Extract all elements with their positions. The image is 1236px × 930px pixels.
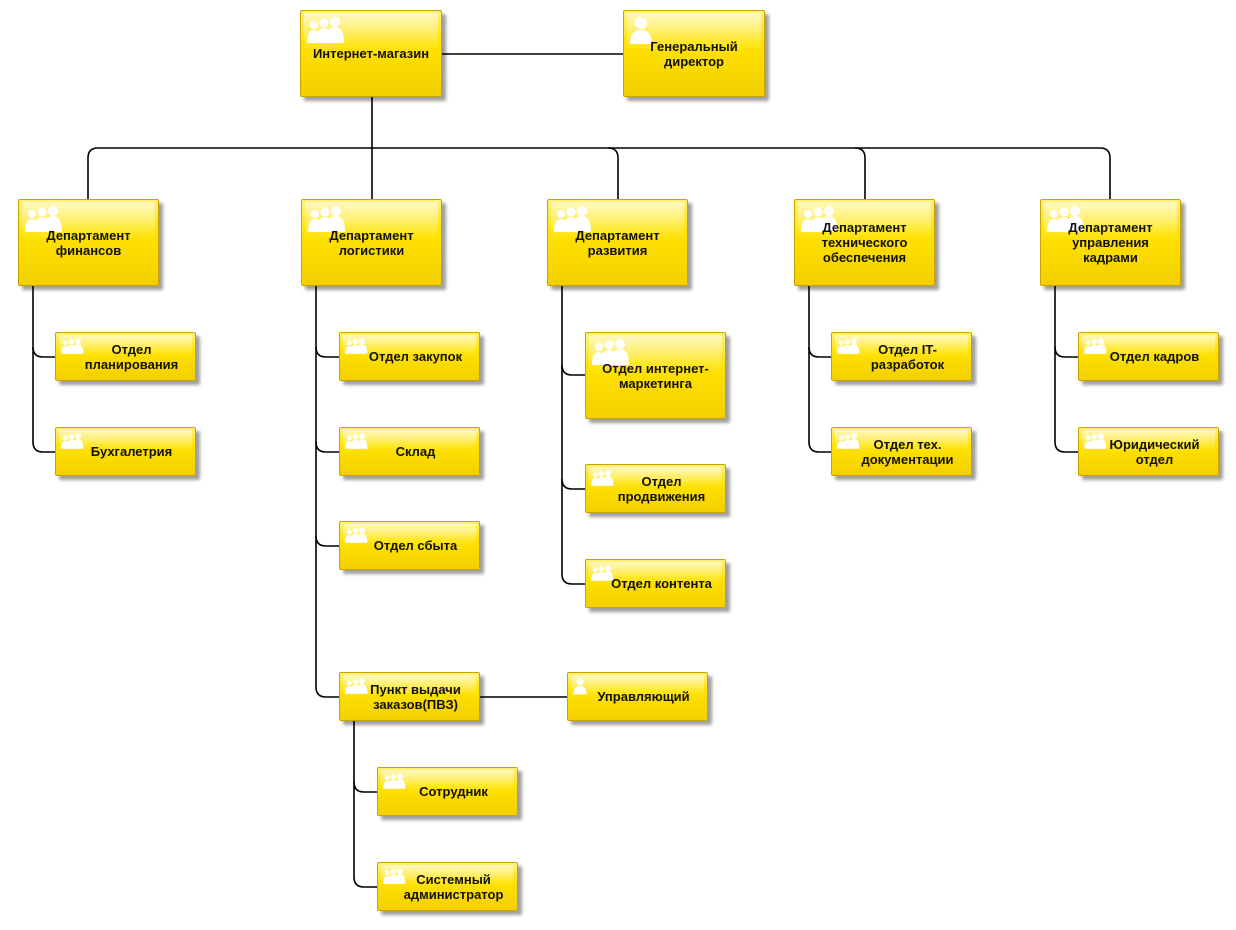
link-dev-imkt (561, 364, 585, 376)
node-label: Отдел тех. документации (861, 436, 954, 467)
node-employee[interactable]: Сотрудник (377, 767, 518, 816)
group-icon (383, 868, 406, 884)
node-label: Системный администратор (403, 871, 504, 902)
link-bus-dev (607, 147, 619, 199)
node-label: Департамент технического обеспечения (821, 220, 908, 265)
node-label: Бухгалетрия (90, 444, 173, 459)
link-bus-hr (1099, 147, 1111, 199)
node-label: Отдел сбыта (373, 538, 458, 553)
link-fin-plan (32, 346, 55, 358)
node-label: Отдел контента (611, 576, 712, 591)
link-tech-children (808, 286, 831, 453)
group-icon (1047, 206, 1084, 232)
person-icon (630, 17, 652, 44)
group-icon (837, 338, 860, 354)
node-department-hr[interactable]: Департамент управления кадрами (1040, 199, 1181, 286)
node-personnel[interactable]: Отдел кадров (1078, 332, 1219, 381)
node-label: Юридический отдел (1109, 436, 1200, 467)
group-icon (1084, 433, 1107, 449)
node-department-finance[interactable]: Департамент финансов (18, 199, 159, 286)
node-label: Отдел кадров (1109, 349, 1200, 364)
group-icon (307, 17, 344, 43)
link-pvz-children (353, 721, 377, 888)
link-pvz-emp (353, 781, 377, 793)
node-manager[interactable]: Управляющий (567, 672, 708, 721)
node-sysadmin[interactable]: Системный администратор (377, 862, 518, 911)
node-pickup-point[interactable]: Пункт выдачи заказов(ПВЗ) (339, 672, 480, 721)
node-planning[interactable]: Отдел планирования (55, 332, 196, 381)
node-label: Управляющий (597, 689, 690, 704)
link-log-sales (315, 535, 339, 547)
link-log-wh (315, 441, 339, 453)
node-sales[interactable]: Отдел сбыта (339, 521, 480, 570)
group-icon (61, 433, 84, 449)
group-icon (591, 470, 614, 486)
node-tech-documentation[interactable]: Отдел тех. документации (831, 427, 972, 476)
person-icon (573, 678, 587, 695)
group-icon (308, 206, 345, 232)
node-it-development[interactable]: Отдел IT- разработок (831, 332, 972, 381)
node-department-logistics[interactable]: Департамент логистики (301, 199, 442, 286)
node-shop[interactable]: Интернет-магазин (300, 10, 442, 97)
node-label: Пункт выдачи заказов(ПВЗ) (370, 681, 461, 712)
link-hr-children (1054, 286, 1078, 453)
link-log-purch (315, 346, 339, 358)
group-icon (592, 339, 629, 365)
link-bus-fin (87, 147, 99, 199)
node-accounting[interactable]: Бухгалетрия (55, 427, 196, 476)
node-label: Отдел IT- разработок (870, 341, 945, 372)
group-icon (61, 338, 84, 354)
node-label: Интернет-магазин (312, 46, 430, 61)
link-bus-tech (854, 147, 866, 199)
group-icon (345, 433, 368, 449)
group-icon (345, 527, 368, 543)
node-department-technical[interactable]: Департамент технического обеспечения (794, 199, 935, 286)
node-label: Департамент управления кадрами (1068, 220, 1153, 265)
node-label: Департамент логистики (329, 227, 414, 258)
node-legal[interactable]: Юридический отдел (1078, 427, 1219, 476)
node-warehouse[interactable]: Склад (339, 427, 480, 476)
node-label: Департамент финансов (46, 227, 131, 258)
group-icon (383, 773, 406, 789)
node-label: Отдел закупок (368, 349, 463, 364)
group-icon (1084, 338, 1107, 354)
group-icon (801, 206, 838, 232)
node-label: Генеральный директор (650, 38, 738, 69)
node-content[interactable]: Отдел контента (585, 559, 726, 608)
node-purchasing[interactable]: Отдел закупок (339, 332, 480, 381)
node-label: Департамент развития (575, 227, 660, 258)
group-icon (25, 206, 62, 232)
link-dev-children (561, 286, 585, 585)
link-log-children (315, 286, 339, 698)
node-label: Отдел продвижения (617, 473, 706, 504)
node-label: Склад (395, 444, 436, 459)
node-internet-marketing[interactable]: Отдел интернет- маркетинга (585, 332, 726, 419)
group-icon (837, 433, 860, 449)
group-icon (345, 678, 368, 694)
group-icon (345, 338, 368, 354)
node-promotion[interactable]: Отдел продвижения (585, 464, 726, 513)
link-tech-it (808, 346, 831, 358)
group-icon (591, 565, 614, 581)
node-department-development[interactable]: Департамент развития (547, 199, 688, 286)
link-dev-prom (561, 478, 585, 490)
node-label: Сотрудник (419, 784, 488, 799)
group-icon (554, 206, 591, 232)
link-hr-pers (1054, 346, 1078, 358)
node-ceo[interactable]: Генеральный директор (623, 10, 765, 97)
node-label: Отдел интернет- маркетинга (602, 360, 709, 391)
link-fin-children (32, 286, 55, 453)
node-label: Отдел планирования (84, 341, 179, 372)
